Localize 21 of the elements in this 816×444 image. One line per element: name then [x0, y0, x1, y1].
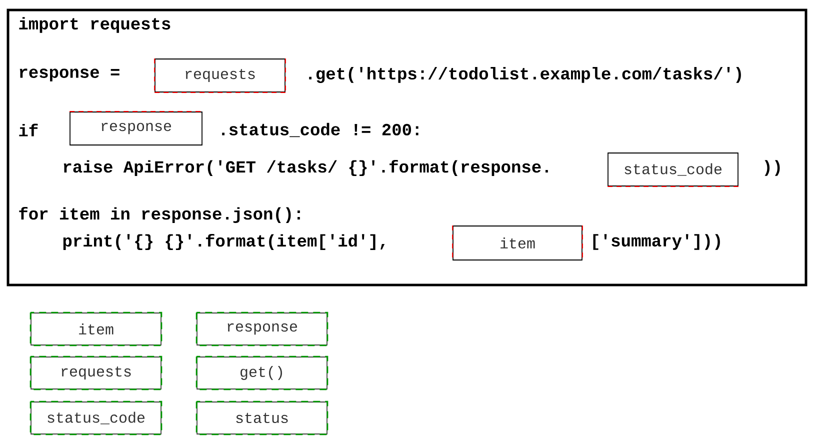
answer-slot: item: [452, 225, 583, 261]
answer-slot: status_code: [607, 152, 739, 187]
code-panel: [6, 8, 808, 286]
answer-option: get(): [196, 356, 328, 390]
answer-option: item: [30, 312, 162, 346]
code-text: .get('https://todolist.example.com/tasks/'): [309, 67, 741, 83]
code-text: response =: [20, 68, 120, 82]
answer-option: status: [196, 400, 328, 436]
answer-option: requests: [30, 356, 162, 390]
answer-option: status_code: [30, 400, 162, 436]
code-text: ['summary'])): [593, 234, 720, 250]
code-text: import requests: [19, 17, 170, 33]
code-text: .status_code != 200:: [222, 122, 418, 138]
answer-slot: requests: [154, 58, 286, 93]
code-text: )): [764, 160, 780, 176]
code-text: print('{} {}'.format(item['id'],: [63, 234, 385, 250]
code-text: for item in response.json():: [19, 206, 300, 224]
answer-slot: response: [69, 111, 203, 146]
code-text: raise ApiError('GET /tasks/ {}'.format(response.: [64, 160, 548, 176]
answer-option: response: [196, 312, 328, 346]
code-text: if: [19, 124, 38, 136]
